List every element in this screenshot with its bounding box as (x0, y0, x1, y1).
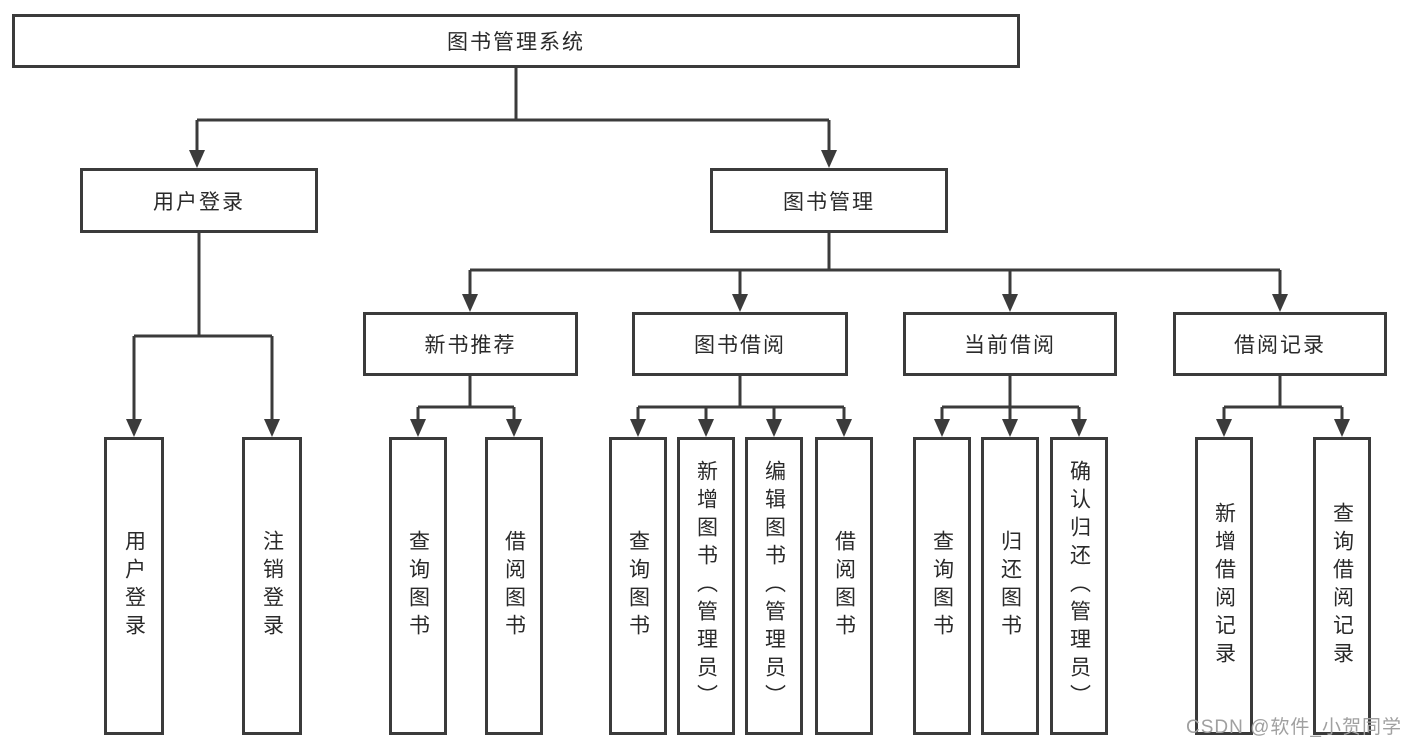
node-current-borrowing-label: 当前借阅 (964, 334, 1056, 357)
leaf-query-borrow-record-label: 查询借阅记录 (1330, 502, 1354, 670)
leaf-recommend-query-books: 查询图书 (389, 437, 447, 735)
node-book-management-label: 图书管理 (783, 190, 875, 214)
leaf-borrowing-query-books-label: 查询图书 (626, 530, 650, 642)
watermark: CSDN @软件_小贺同学 (1186, 717, 1402, 738)
leaf-return-books: 归还图书 (981, 437, 1039, 735)
node-user-login-branch: 用户登录 (80, 168, 318, 233)
leaf-user-login-label: 用户登录 (122, 530, 146, 642)
leaf-confirm-return-admin-label: 确认归还（管理员） (1067, 460, 1091, 712)
node-book-borrowing: 图书借阅 (632, 312, 848, 376)
leaf-edit-books-admin: 编辑图书（管理员） (745, 437, 803, 735)
leaf-add-books-admin-label: 新增图书（管理员） (694, 460, 718, 712)
leaf-recommend-borrow-books-label: 借阅图书 (502, 530, 526, 642)
leaf-logout-label: 注销登录 (260, 530, 284, 642)
leaf-add-borrow-record-label: 新增借阅记录 (1212, 502, 1236, 670)
node-book-management: 图书管理 (710, 168, 948, 233)
leaf-edit-books-admin-label: 编辑图书（管理员） (762, 460, 786, 712)
leaf-confirm-return-admin: 确认归还（管理员） (1050, 437, 1108, 735)
node-user-login-branch-label: 用户登录 (153, 190, 245, 214)
leaf-current-query-books-label: 查询图书 (930, 530, 954, 642)
leaf-return-books-label: 归还图书 (998, 530, 1022, 642)
leaf-logout: 注销登录 (242, 437, 302, 735)
leaf-recommend-query-books-label: 查询图书 (406, 530, 430, 642)
node-new-book-recommend-label: 新书推荐 (424, 334, 517, 357)
leaf-add-borrow-record: 新增借阅记录 (1195, 437, 1253, 735)
leaf-current-query-books: 查询图书 (913, 437, 971, 735)
leaf-add-books-admin: 新增图书（管理员） (677, 437, 735, 735)
leaf-borrowing-query-books: 查询图书 (609, 437, 667, 735)
node-book-borrowing-label: 图书借阅 (694, 334, 786, 357)
node-borrowing-records: 借阅记录 (1173, 312, 1387, 376)
node-new-book-recommend: 新书推荐 (363, 312, 578, 376)
node-borrowing-records-label: 借阅记录 (1234, 334, 1326, 357)
leaf-query-borrow-record: 查询借阅记录 (1313, 437, 1371, 735)
leaf-borrowing-borrow-books: 借阅图书 (815, 437, 873, 735)
node-root: 图书管理系统 (12, 14, 1020, 68)
leaf-recommend-borrow-books: 借阅图书 (485, 437, 543, 735)
leaf-user-login: 用户登录 (104, 437, 164, 735)
node-root-label: 图书管理系统 (447, 31, 585, 54)
node-current-borrowing: 当前借阅 (903, 312, 1117, 376)
leaf-borrowing-borrow-books-label: 借阅图书 (832, 530, 856, 642)
